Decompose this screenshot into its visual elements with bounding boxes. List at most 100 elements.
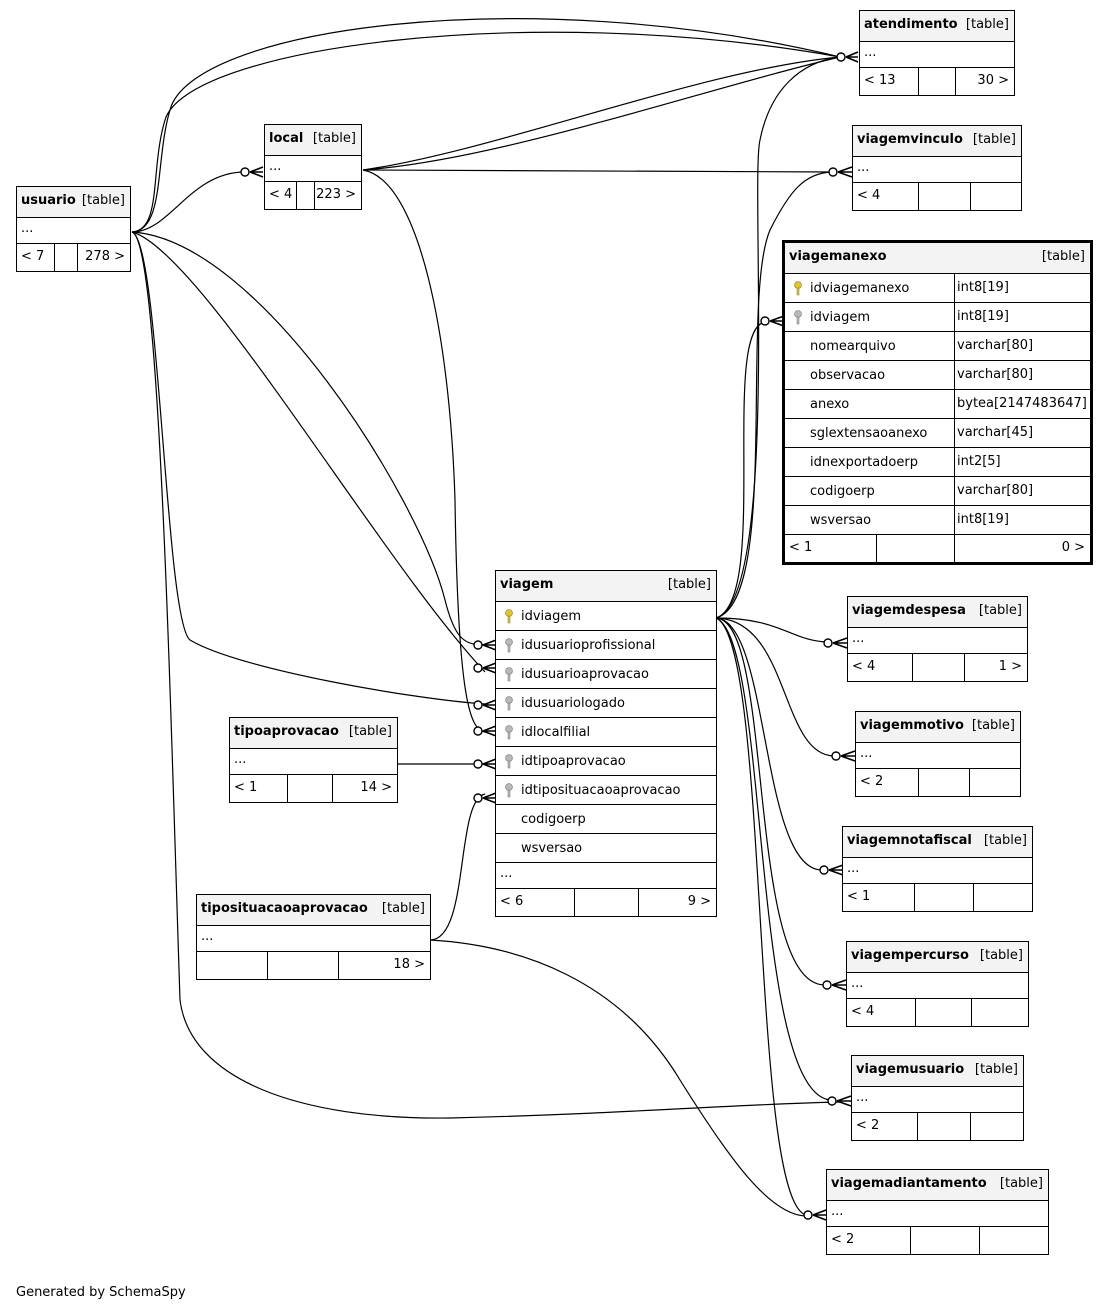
rows-count: 14 >	[360, 780, 392, 795]
edge-usuario-local	[131, 171, 246, 233]
table-header: tipoaprovacao [table]	[230, 718, 397, 749]
edge-viagem-viagemadiantamento	[715, 617, 807, 1216]
table-footer: < 1	[843, 884, 1032, 911]
table-viagemusuario[interactable]: viagemusuario [table] ... < 2	[851, 1055, 1024, 1141]
table-header: viagemmotivo [table]	[856, 712, 1020, 743]
table-viagemdespesa[interactable]: viagemdespesa [table] ... < 4 1 >	[847, 596, 1028, 682]
column-type: int8[19]	[954, 274, 1090, 302]
table-viagemvinculo[interactable]: viagemvinculo [table] ... < 4	[852, 125, 1022, 211]
edge-local-viagemvinculo	[362, 169, 833, 173]
collapsed-columns: ...	[853, 157, 1021, 183]
edge-viagem-viagempercurso	[715, 617, 826, 986]
children-count: < 6	[500, 894, 524, 909]
collapsed-columns: ...	[827, 1201, 1048, 1227]
table-footer: < 4 1 >	[848, 654, 1027, 681]
edge-viagem-viagemvinculo	[715, 171, 833, 619]
column-name: nomearquivo	[810, 339, 896, 354]
edge-local-atendimento	[362, 56, 841, 171]
rows-count: 278 >	[85, 249, 125, 264]
column-row: idtiposituacaoaprovacao	[496, 776, 716, 805]
table-type: [table]	[974, 1062, 1018, 1077]
children-count: < 1	[847, 889, 871, 904]
collapsed-columns: ...	[852, 1087, 1023, 1113]
column-name: idusuariologado	[521, 696, 625, 711]
children-count: < 1	[789, 540, 813, 555]
edge-usuario-viagemusuario	[131, 231, 841, 1119]
table-viagemadiantamento[interactable]: viagemadiantamento [table] ... < 2	[826, 1169, 1049, 1255]
ellipsis: ...	[831, 1204, 844, 1219]
table-atendimento[interactable]: atendimento [table] ... < 13 30 >	[859, 10, 1015, 96]
column-name: idlocalfilial	[521, 725, 591, 740]
table-header: viagemvinculo [table]	[853, 126, 1021, 157]
foreign-key-icon	[794, 310, 802, 325]
marker-viagem-logado	[473, 700, 483, 710]
children-count: < 1	[234, 780, 258, 795]
column-type: varchar[80]	[954, 332, 1090, 360]
edge-usuario-viagem-logado	[131, 231, 486, 705]
table-name: atendimento	[864, 17, 958, 32]
rows-count: 18 >	[393, 957, 425, 972]
column-name: idusuarioaprovacao	[521, 667, 649, 682]
table-type: [table]	[965, 17, 1009, 32]
edge-viagem-viagemnotafiscal	[715, 617, 823, 871]
marker-local	[240, 167, 250, 177]
table-tiposituacaoaprovacao[interactable]: tiposituacaoaprovacao [table] ... 18 >	[196, 894, 431, 980]
foreign-key-icon	[505, 754, 513, 769]
table-header: viagemadiantamento [table]	[827, 1170, 1048, 1201]
table-name: tiposituacaoaprovacao	[201, 901, 368, 916]
table-viagempercurso[interactable]: viagempercurso [table] ... < 4	[846, 941, 1029, 1027]
table-footer: < 7 278 >	[17, 244, 130, 271]
column-name: idnexportadoerp	[810, 455, 918, 470]
ellipsis: ...	[500, 866, 513, 881]
table-footer: 18 >	[197, 952, 430, 979]
table-name: viagemnotafiscal	[847, 833, 972, 848]
ellipsis: ...	[847, 861, 860, 876]
column-type: varchar[45]	[954, 419, 1090, 447]
column-type: int2[5]	[954, 448, 1090, 476]
column-name: codigoerp	[810, 484, 875, 499]
column-type: int8[19]	[954, 303, 1090, 331]
table-header: usuario [table]	[17, 187, 130, 218]
foreign-key-icon	[505, 638, 513, 653]
table-tipoaprovacao[interactable]: tipoaprovacao [table] ... < 1 14 >	[229, 717, 398, 803]
collapsed-columns: ...	[843, 858, 1032, 884]
collapsed-columns: ...	[17, 218, 130, 244]
children-count: < 4	[857, 188, 881, 203]
column-name: anexo	[810, 397, 850, 412]
table-viagemnotafiscal[interactable]: viagemnotafiscal [table] ... < 1	[842, 826, 1033, 912]
table-viagemmotivo[interactable]: viagemmotivo [table] ... < 2	[855, 711, 1021, 797]
column-name: wsversao	[810, 513, 872, 528]
collapsed-columns: ...	[496, 863, 716, 889]
column-row: idlocalfilial	[496, 718, 716, 747]
children-count: < 4	[851, 1004, 875, 1019]
column-name: observacao	[810, 368, 886, 383]
edge-viagem-viagemmotivo	[715, 617, 835, 757]
marker-viagemusuario	[827, 1096, 837, 1106]
table-usuario[interactable]: usuario [table] ... < 7 278 >	[16, 186, 131, 272]
collapsed-columns: ...	[847, 973, 1028, 999]
table-footer: < 2	[852, 1113, 1023, 1140]
table-type: [table]	[667, 577, 711, 592]
edge-tiposituacao-viagem	[429, 793, 486, 941]
foreign-key-icon	[505, 696, 513, 711]
column-row: codigoerp	[496, 805, 716, 834]
foreign-key-icon	[505, 667, 513, 682]
edge-usuario-atendimento	[131, 18, 841, 233]
table-header: local [table]	[265, 125, 361, 156]
column-row: idusuariologado	[496, 689, 716, 718]
table-type: [table]	[979, 948, 1023, 963]
table-type: [table]	[983, 833, 1027, 848]
table-type: [table]	[972, 132, 1016, 147]
table-header: viagemanexo [table]	[785, 243, 1090, 274]
table-local[interactable]: local [table] ... < 4 223 >	[264, 124, 362, 210]
table-type: [table]	[978, 603, 1022, 618]
marker-viagempercurso	[822, 980, 832, 990]
table-name: viagemdespesa	[852, 603, 966, 618]
edge-tiposituacao-viagemadiantamento	[429, 939, 807, 1217]
